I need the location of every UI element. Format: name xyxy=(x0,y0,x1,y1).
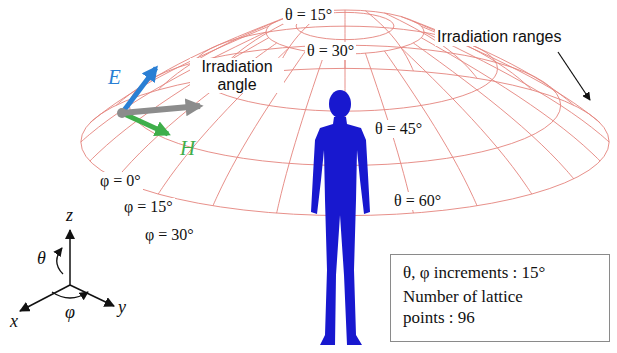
human-model xyxy=(311,117,370,345)
callout-label: Irradiation ranges xyxy=(435,28,564,46)
theta-arc xyxy=(57,248,63,274)
theta-label: θ = 45° xyxy=(373,120,424,138)
angle-label: Irradiation angle xyxy=(190,58,284,93)
info-box: θ, φ increments : 15° Number of lattice p… xyxy=(390,254,610,342)
phi-label: φ = 15° xyxy=(122,198,175,216)
meridian-line xyxy=(345,10,346,68)
theta-label: θ = 15° xyxy=(283,6,334,24)
human-head xyxy=(329,90,351,118)
box-text: θ, φ increments : 15° xyxy=(403,263,597,283)
box-text: Number of lattice points : 96 xyxy=(403,287,553,328)
meridian-line xyxy=(365,11,413,71)
theta-label: θ = 60° xyxy=(392,192,443,210)
meridian-line xyxy=(421,26,600,123)
meridian-line xyxy=(413,21,573,105)
x-axis xyxy=(20,285,70,311)
leader-line xyxy=(558,52,590,100)
z-axis xyxy=(69,230,71,285)
field-label: E xyxy=(106,66,123,89)
meridian-line xyxy=(90,38,269,161)
axis-label: y xyxy=(116,298,128,318)
meridian-line xyxy=(384,13,477,78)
e-field-arrow xyxy=(122,68,156,113)
axis-label: x xyxy=(8,312,20,332)
phi-arc xyxy=(52,292,88,298)
axis-label: θ xyxy=(35,249,48,269)
theta-label: θ = 30° xyxy=(305,42,356,60)
meridian-line xyxy=(413,43,573,179)
axis-label: φ xyxy=(63,303,77,323)
phi-label: φ = 0° xyxy=(98,172,143,190)
h-field-arrow xyxy=(122,113,168,134)
phi-label: φ = 30° xyxy=(143,226,196,244)
meridian-line xyxy=(158,48,289,194)
meridian-line xyxy=(424,32,609,142)
incidence-arrow xyxy=(122,106,200,113)
meridian-line xyxy=(421,38,600,161)
y-axis xyxy=(70,285,114,306)
field-label: H xyxy=(178,137,197,160)
axis-label: z xyxy=(64,206,75,226)
source-point xyxy=(117,108,127,118)
